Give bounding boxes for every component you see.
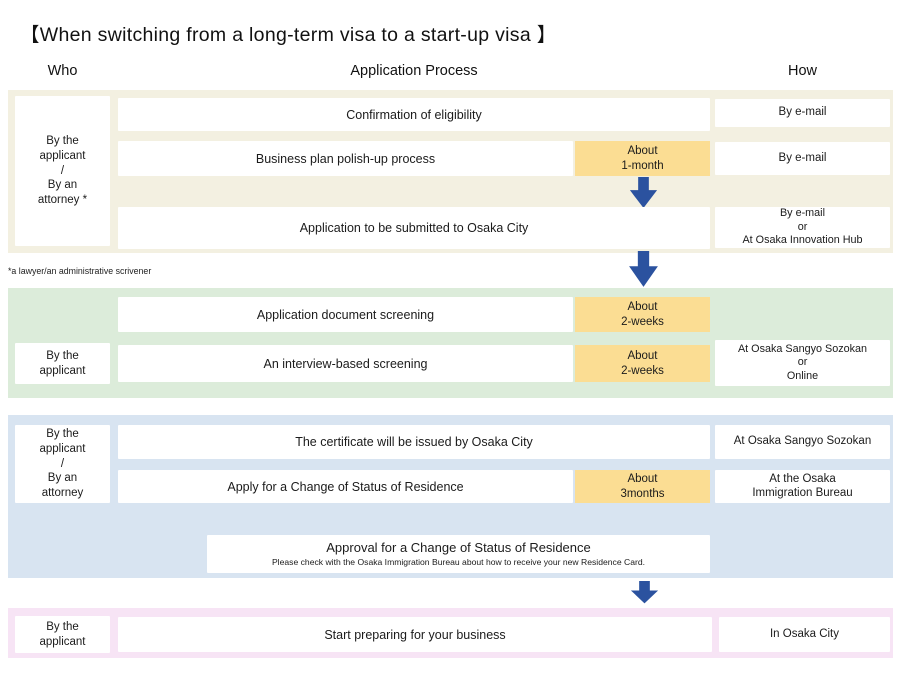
page-title: 【When switching from a long-term visa to…	[20, 24, 557, 46]
how-box-in-osaka-city: In Osaka City	[719, 617, 890, 652]
who-box-applicant-attorney-2: By the applicant / By an attorney	[15, 425, 110, 503]
how-box-sozokan: At Osaka Sangyo Sozokan	[715, 425, 890, 459]
column-header-how: How	[787, 63, 817, 79]
how-box-sozokan-online: At Osaka Sangyo Sozokan or Online	[715, 340, 890, 386]
approval-note: Please check with the Osaka Immigration …	[271, 556, 646, 567]
down-arrow-icon	[626, 251, 661, 288]
process-step-start-business: Start preparing for your business	[118, 617, 712, 652]
process-step-application-submitted: Application to be submitted to Osaka Cit…	[118, 207, 710, 249]
who-box-applicant-1: By the applicant	[15, 343, 110, 384]
process-step-apply-status-change: Apply for a Change of Status of Residenc…	[118, 470, 573, 503]
process-step-certificate-issued: The certificate will be issued by Osaka …	[118, 425, 710, 459]
process-step-document-screening: Application document screening	[118, 297, 573, 332]
column-header-application-process: Application Process	[350, 63, 478, 79]
footnote-attorney: *a lawyer/an administrative scrivener	[8, 266, 152, 276]
who-box-applicant-attorney: By the applicant / By an attorney *	[15, 96, 110, 246]
process-step-approval-status-change: Approval for a Change of Status of Resid…	[207, 535, 710, 573]
duration-badge-1-month: About 1-month	[575, 141, 710, 176]
duration-badge-2-weeks-1: About 2-weeks	[575, 297, 710, 332]
process-step-confirmation-eligibility: Confirmation of eligibility	[118, 98, 710, 131]
process-step-interview-screening: An interview-based screening	[118, 345, 573, 382]
how-box-email-2: By e-mail	[715, 142, 890, 175]
column-header-who: Who	[47, 63, 78, 79]
process-step-business-plan-polish: Business plan polish-up process	[118, 141, 573, 176]
duration-badge-2-weeks-2: About 2-weeks	[575, 345, 710, 382]
approval-label: Approval for a Change of Status of Resid…	[326, 539, 591, 555]
duration-badge-3-months: About 3months	[575, 470, 710, 503]
how-box-email-or-oih: By e-mail or At Osaka Innovation Hub	[715, 207, 890, 248]
who-box-applicant-2: By the applicant	[15, 616, 110, 653]
how-box-email-1: By e-mail	[715, 99, 890, 127]
down-arrow-icon	[627, 177, 660, 209]
down-arrow-icon	[628, 581, 661, 604]
how-box-immigration-bureau: At the Osaka Immigration Bureau	[715, 470, 890, 503]
